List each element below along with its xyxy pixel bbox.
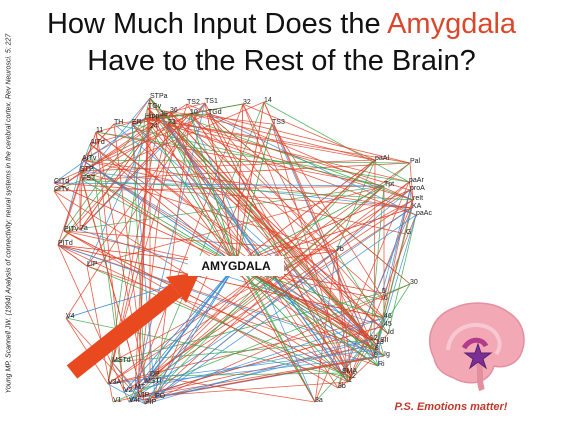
- node-label-7b: 7b: [336, 246, 344, 253]
- node-label-5: 5: [382, 288, 386, 295]
- node-label-tgv: TGv: [148, 103, 162, 110]
- node-label-3a: 3a: [315, 397, 323, 404]
- node-label-pitd: PITd: [58, 240, 73, 247]
- node-label-45: 45: [384, 321, 392, 328]
- node-label-stp: STP: [80, 166, 94, 173]
- node-label-v4: V4: [66, 313, 75, 320]
- node-label-2: 2: [352, 373, 356, 380]
- node-label-aitv: AITv: [82, 155, 97, 162]
- node-label-10: 10: [190, 109, 198, 116]
- node-label-ts3: TS3: [272, 119, 285, 126]
- node-label-v1: V1: [113, 397, 122, 404]
- node-label-ka: KA: [412, 203, 422, 210]
- node-label-tgd: TGd: [208, 109, 222, 116]
- node-label-fst: FST: [82, 175, 96, 182]
- node-label-id: Id: [388, 329, 394, 336]
- footer-note: P.S. Emotions matter!: [376, 401, 526, 413]
- node-label-hipp: Hipp: [145, 113, 160, 120]
- node-label-po: PO: [155, 393, 166, 400]
- node-label-v4t: V4t: [129, 397, 140, 404]
- node-label-9: 9: [374, 352, 378, 359]
- node-label-vip: VIP: [138, 392, 150, 399]
- node-label-46: 46: [384, 313, 392, 320]
- node-label-pal: Pal: [410, 158, 421, 165]
- connection-line: [168, 124, 416, 215]
- amygdala-label: AMYGDALA: [188, 256, 284, 276]
- node-label-v2: V2: [124, 387, 133, 394]
- node-label-23: 23: [168, 119, 176, 126]
- node-label-32: 32: [243, 99, 251, 106]
- node-label-36: 36: [170, 107, 178, 114]
- node-label-ts2: TS2: [187, 99, 200, 106]
- node-label-reit: reIt: [413, 195, 423, 202]
- node-label-3b: 3b: [338, 383, 346, 390]
- node-label-tpt: Tpt: [384, 181, 394, 188]
- node-label-ri: Ri: [378, 361, 385, 368]
- node-label-sii: SII: [380, 337, 389, 344]
- node-label-35: 35: [160, 111, 168, 118]
- node-label-mt: MT: [135, 384, 146, 391]
- connection-line: [264, 102, 375, 350]
- node-label-6: 6: [384, 295, 388, 302]
- node-label-12: 12: [370, 335, 378, 342]
- node-label-paal: paAl: [375, 155, 389, 162]
- node-label-paar: paAr: [409, 177, 424, 184]
- node-label-th: TH: [114, 119, 123, 126]
- connection-line: [54, 191, 80, 230]
- node-label-dp: DP: [150, 371, 160, 378]
- node-label-g: G: [406, 229, 411, 236]
- node-label-aitd: AITd: [90, 139, 105, 146]
- node-label-8: 8: [375, 345, 379, 352]
- node-label-pip: PIP: [145, 399, 157, 406]
- connection-line: [374, 215, 416, 357]
- node-label-24: 24: [150, 123, 158, 130]
- node-label-citd: CITd: [54, 178, 69, 185]
- amygdala-connection-line: [236, 160, 375, 265]
- node-label-ig: Ig: [384, 351, 390, 358]
- node-label-pitv: PITv: [64, 226, 79, 233]
- node-label-14: 14: [264, 97, 272, 104]
- connection-lines: [54, 98, 416, 404]
- node-label-stpa: STPa: [150, 93, 168, 100]
- node-label-paac: paAc: [416, 210, 432, 217]
- node-label-30: 30: [410, 279, 418, 286]
- node-label-er: ER: [132, 119, 142, 126]
- node-label-7a: 7a: [80, 225, 88, 232]
- node-label-mstl: MSTl: [145, 378, 162, 385]
- node-label-lip: LIP: [87, 261, 98, 268]
- node-label-v3a: V3A: [108, 379, 122, 386]
- connection-line: [168, 124, 388, 334]
- node-label-mstd: MSTd: [112, 357, 131, 364]
- node-label-citv: CITv: [54, 186, 69, 193]
- node-label-ts1: TS1: [205, 98, 218, 105]
- node-label-proa: proA: [410, 185, 425, 192]
- brain-icon: [420, 300, 530, 395]
- node-label-11: 11: [96, 127, 103, 134]
